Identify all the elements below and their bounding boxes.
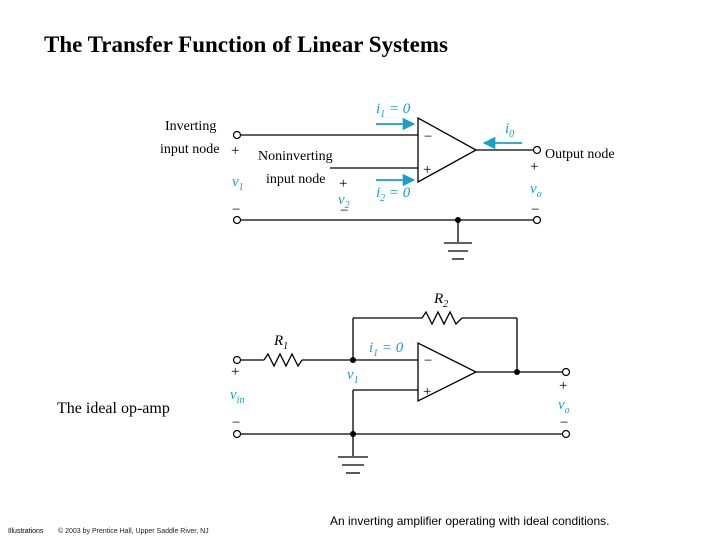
output-terminal bbox=[532, 145, 542, 155]
output-terminal-2 bbox=[561, 367, 571, 377]
vin-minus: − bbox=[232, 415, 240, 431]
i1-symbol: i1 = 0 bbox=[376, 101, 411, 120]
bottom-circuit: − + + − + − R1 R2 i1 = 0 v1 vin vo bbox=[230, 291, 571, 474]
ground-junction bbox=[455, 217, 461, 223]
op-amp-symbol bbox=[417, 116, 478, 184]
r1-resistor bbox=[263, 352, 303, 368]
output-junction bbox=[514, 369, 520, 375]
left-port-plus: + bbox=[231, 143, 239, 159]
vo-symbol-2: vo bbox=[558, 397, 570, 416]
inverting-label-line1: Inverting bbox=[165, 119, 216, 134]
noninverting-label-line1: Noninverting bbox=[258, 149, 333, 164]
input-terminal bbox=[232, 355, 242, 365]
slide-title: The Transfer Function of Linear Systems bbox=[44, 32, 449, 57]
r1-label: R1 bbox=[273, 333, 288, 352]
i2-symbol: i2 = 0 bbox=[376, 185, 411, 204]
vin-symbol: vin bbox=[230, 387, 244, 406]
figure-caption: An inverting amplifier operating with id… bbox=[330, 514, 610, 528]
input-common-terminal bbox=[232, 429, 242, 439]
ground-junction-2 bbox=[350, 431, 356, 437]
output-node-label: Output node bbox=[545, 147, 615, 162]
top-circuit: − + Inverting input node Noninverting in… bbox=[160, 101, 615, 260]
left-common-terminal bbox=[232, 215, 242, 225]
r2-resistor bbox=[421, 310, 463, 326]
vo-symbol: vo bbox=[530, 181, 542, 200]
v1-symbol-2: v1 bbox=[347, 367, 359, 386]
opamp2-minus-sign: − bbox=[424, 353, 432, 369]
r2-label: R2 bbox=[433, 291, 448, 310]
left-port-minus: − bbox=[232, 202, 240, 218]
vo-plus: + bbox=[559, 378, 567, 394]
i0-symbol: i0 bbox=[505, 121, 514, 140]
vo-minus: − bbox=[560, 415, 568, 431]
right-port-minus: − bbox=[531, 202, 539, 218]
footer-copyright: © 2003 by Prentice Hall, Upper Saddle Ri… bbox=[58, 528, 209, 535]
i1-symbol-2: i1 = 0 bbox=[369, 340, 404, 359]
v2-symbol: v2 bbox=[338, 192, 350, 211]
output-common-terminal bbox=[561, 429, 571, 439]
opamp-minus-sign: − bbox=[424, 129, 432, 145]
v1-symbol: v1 bbox=[232, 174, 244, 193]
inverting-label-line2: input node bbox=[160, 142, 220, 157]
v2-minus: − bbox=[340, 203, 348, 219]
op-amp-symbol-2 bbox=[417, 341, 478, 403]
right-port-plus: + bbox=[530, 159, 538, 175]
opamp-plus-sign: + bbox=[423, 162, 431, 178]
input-junction bbox=[350, 357, 356, 363]
vin-plus: + bbox=[231, 364, 239, 380]
footer-left: Illustrations bbox=[8, 528, 44, 535]
right-common-terminal bbox=[532, 215, 542, 225]
v2-plus: + bbox=[339, 176, 347, 192]
noninverting-label-line2: input node bbox=[266, 172, 326, 187]
side-text: The ideal op-amp bbox=[57, 400, 170, 417]
opamp2-plus-sign: + bbox=[423, 384, 431, 400]
inverting-terminal bbox=[232, 130, 242, 140]
